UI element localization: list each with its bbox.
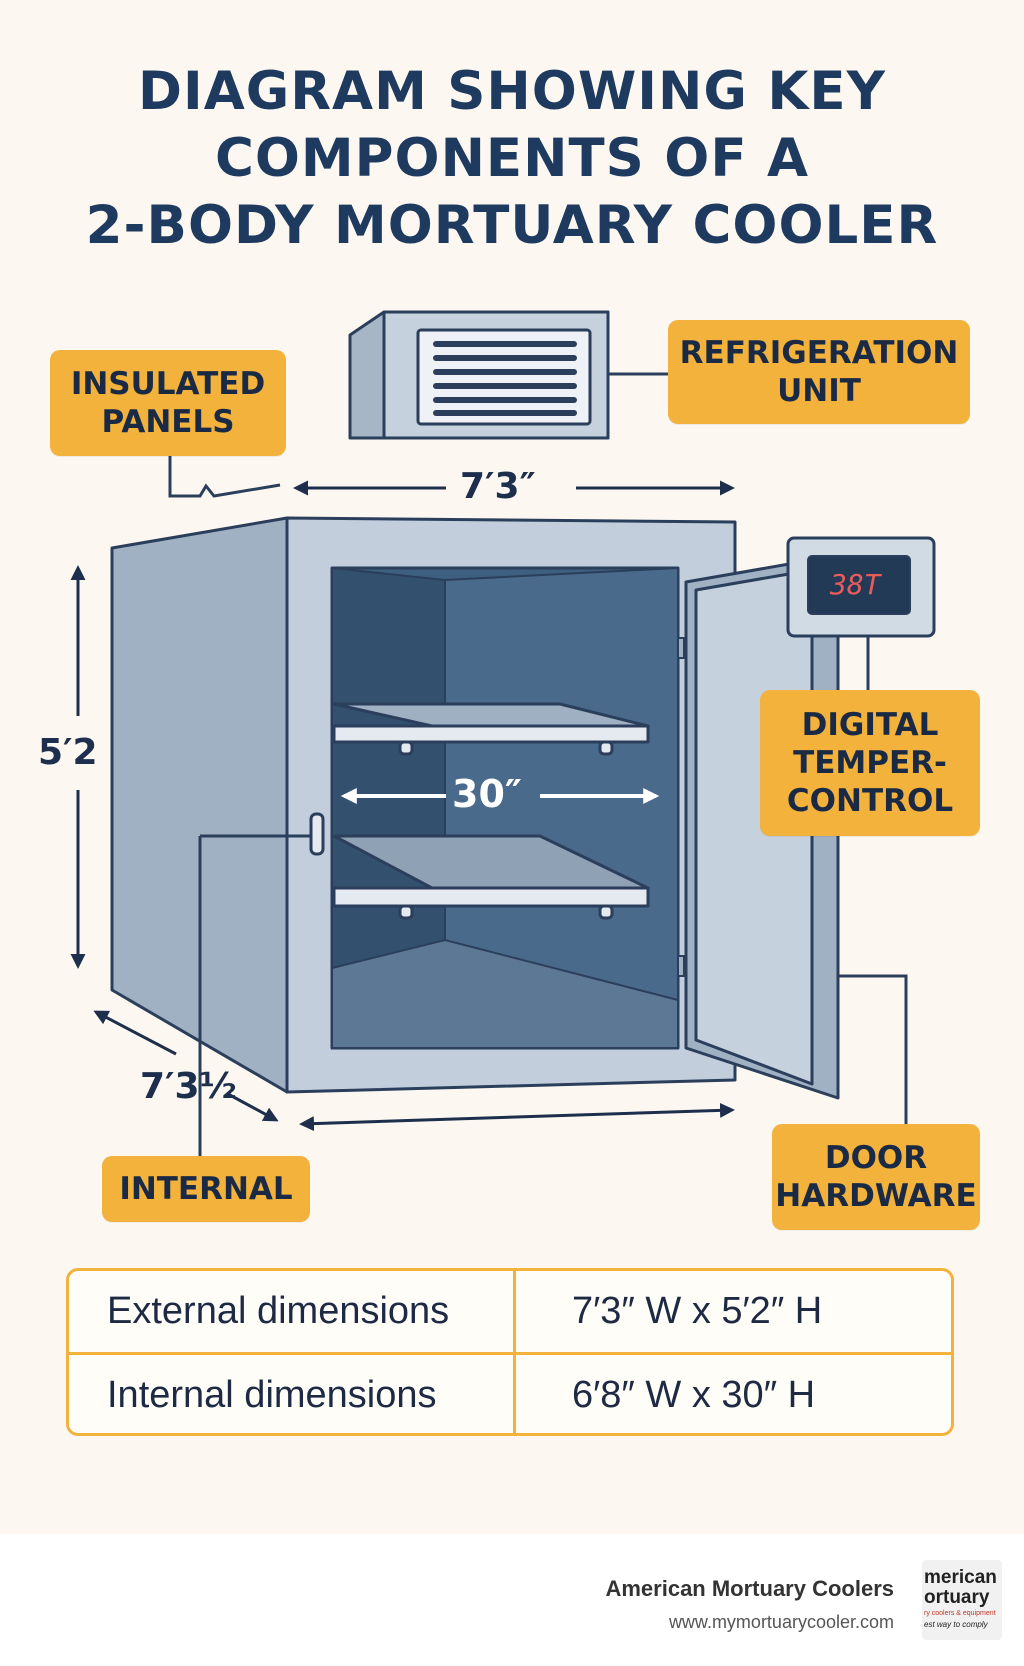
table-cell-label: Internal dimensions: [69, 1355, 516, 1433]
table-cell-label: External dimensions: [69, 1271, 516, 1352]
depth-arrow-lower: [227, 1092, 279, 1122]
table-cell-value: 7′3″ W x 5′2″ H: [572, 1290, 823, 1332]
logo-line-2: ortuary: [924, 1587, 990, 1608]
callout-insulated-panels-line-1: INSULATED: [70, 366, 266, 402]
logo-line-3: ry coolers & equipment: [924, 1610, 996, 1617]
bottom-width-arrow: [299, 1102, 735, 1132]
title-line-1: DIAGRAM SHOWING KEY: [138, 61, 886, 122]
footer: American Mortuary Coolers www.mymortuary…: [0, 1534, 1024, 1666]
logo-line-4: est way to comply: [924, 1620, 988, 1629]
shelf-upper: [332, 702, 650, 756]
logo-line-1: merican: [924, 1567, 997, 1588]
control-screen: [807, 555, 911, 615]
callout-digital-control: DIGITAL TEMPER- CONTROL: [760, 690, 980, 836]
callout-door-hardware-line-1: DOOR: [824, 1140, 928, 1176]
panels-leader: [168, 456, 281, 498]
dimension-depth: 7′3½: [140, 1066, 237, 1107]
callout-door-hardware-line-2: HARDWARE: [775, 1178, 977, 1214]
refrigeration-vents: [433, 341, 577, 416]
title-line-3: 2-BODY MORTUARY COOLER: [85, 195, 939, 256]
door-hardware-leader: [838, 974, 908, 1124]
callout-refrigeration-line-1: REFRIGERATION: [679, 335, 959, 371]
callout-digital-control-line-3: CONTROL: [786, 783, 954, 819]
dimension-height: 5′2: [38, 732, 98, 773]
callout-refrigeration-line-2: UNIT: [777, 373, 861, 409]
callout-insulated-panels-line-2: PANELS: [101, 404, 235, 440]
title-line-2: COMPONENTS OF A: [214, 128, 809, 189]
hinge-top: [677, 637, 685, 659]
hinge-bottom: [677, 955, 685, 977]
depth-arrow-upper: [93, 1010, 177, 1056]
table-row: External dimensions 7′3″ W x 5′2″ H: [69, 1271, 951, 1352]
company-name: American Mortuary Coolers: [605, 1576, 894, 1601]
dimension-inner-width: 30″: [452, 772, 522, 816]
callout-insulated-panels: INSULATED PANELS: [50, 350, 286, 456]
door-handle: [309, 812, 325, 856]
callout-digital-control-line-1: DIGITAL: [801, 707, 939, 743]
company-url: www.mymortuarycooler.com: [668, 1612, 894, 1632]
diagram-title: DIAGRAM SHOWING KEY COMPONENTS OF A 2-BO…: [0, 58, 1024, 259]
shelf-lower: [332, 834, 650, 920]
callout-refrigeration-unit: REFRIGERATION UNIT: [668, 320, 970, 424]
company-logo: merican ortuary ry coolers & equipment e…: [922, 1560, 1002, 1640]
callout-internal: INTERNAL: [102, 1156, 310, 1222]
table-row: Internal dimensions 6′8″ W x 30″ H: [69, 1352, 951, 1433]
table-cell-value: 6′8″ W x 30″ H: [572, 1374, 816, 1416]
callout-door-hardware: DOOR HARDWARE: [772, 1124, 980, 1230]
cabinet-interior: [331, 566, 679, 1050]
callout-digital-control-line-2: TEMPER-: [793, 745, 947, 781]
dimension-top-width: 7′3″: [460, 466, 536, 507]
temperature-reading: 38T: [830, 568, 881, 601]
callout-internal-line-1: INTERNAL: [119, 1171, 293, 1207]
dimensions-table: External dimensions 7′3″ W x 5′2″ H Inte…: [66, 1268, 954, 1436]
